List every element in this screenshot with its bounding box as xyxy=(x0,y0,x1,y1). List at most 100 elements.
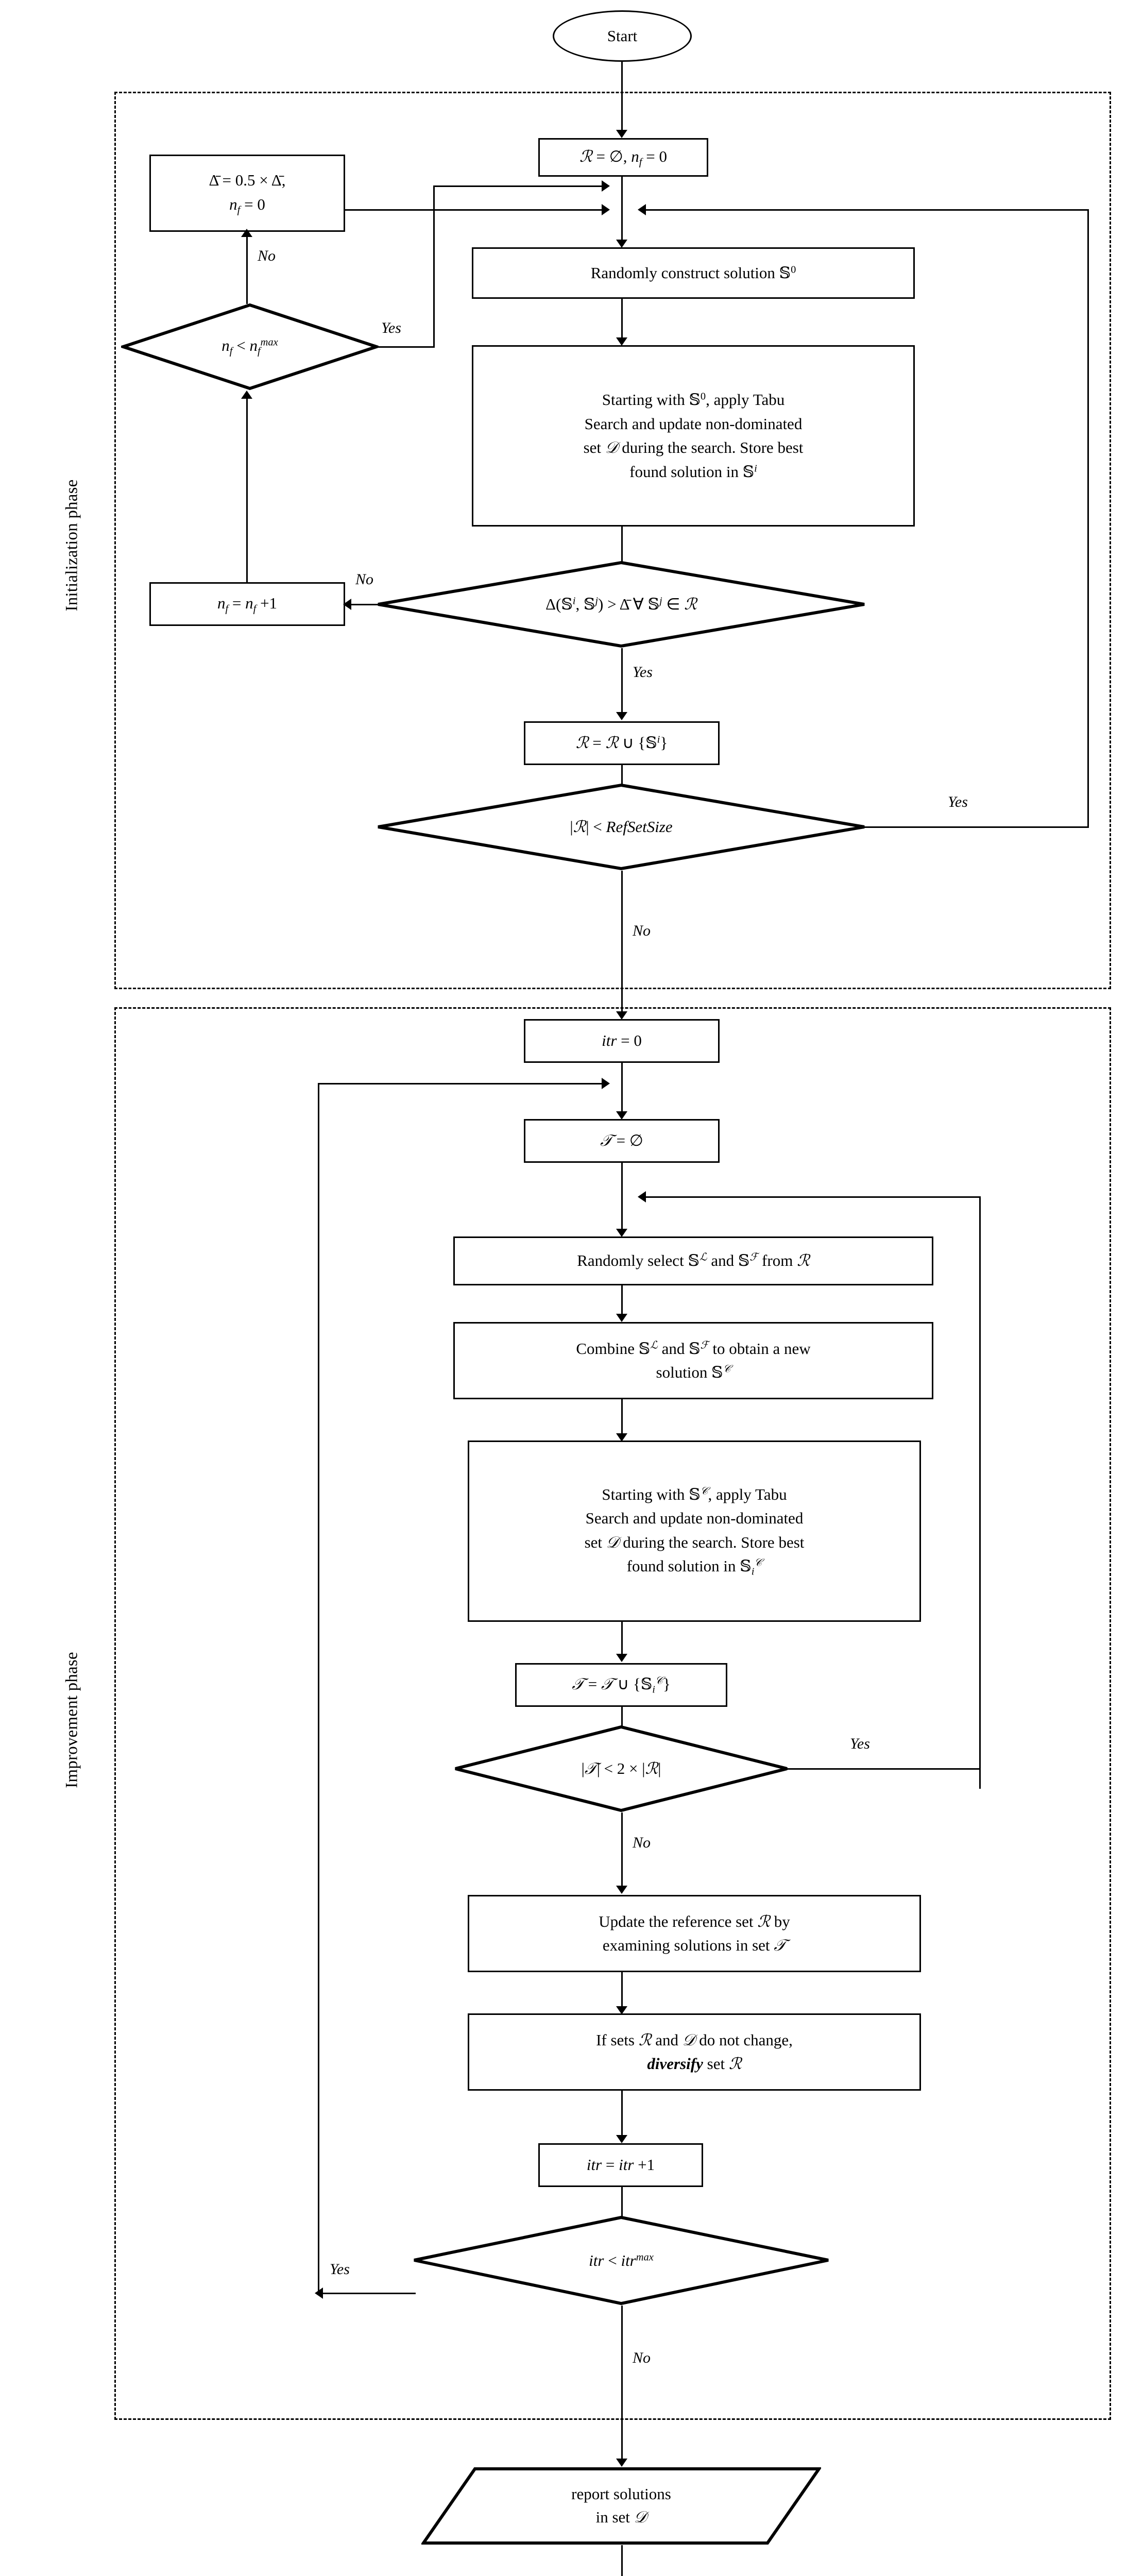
node-report-label: report solutions in set 𝒟 xyxy=(421,2467,821,2545)
node-combine-label: Combine 𝕊ℒ and 𝕊ℱ to obtain a new soluti… xyxy=(576,1338,811,1382)
edge-label-itr-yes: Yes xyxy=(330,2261,350,2278)
edge-initsets-to-randomconstruct xyxy=(621,177,623,242)
node-check-nf-label: nf < nfmax xyxy=(221,336,278,357)
node-random-select-label: Randomly select 𝕊ℒ and 𝕊ℱ from ℛ xyxy=(577,1250,810,1270)
arrowhead-itrzero-to-tempty xyxy=(616,1111,627,1120)
node-update-ref: Update the reference set ℛ by examining … xyxy=(468,1895,921,1972)
node-tabu-init-label: Starting with 𝕊0, apply Tabu Search and … xyxy=(583,391,804,481)
arrowhead-tsize-no xyxy=(616,1886,627,1894)
edge-tabuimprove-to-addtot xyxy=(621,1622,623,1657)
edge-checknf-no xyxy=(246,233,248,304)
node-tabu-improve-label: Starting with 𝕊𝒞, apply Tabu Search and … xyxy=(584,1484,805,1578)
node-random-select: Randomly select 𝕊ℒ and 𝕊ℱ from ℛ xyxy=(453,1236,933,1285)
edge-itrzero-to-tempty xyxy=(621,1063,623,1114)
edge-itrloop-merge-horizontal xyxy=(318,1083,604,1084)
arrowhead-randomconstruct-to-tabuinit xyxy=(616,337,627,346)
node-check-itr: itr < itrmax xyxy=(412,2215,830,2306)
diamond-shape-check-tsize xyxy=(453,1725,789,1812)
edge-label-nf-yes: Yes xyxy=(381,319,401,336)
diamond-shape-check-nf xyxy=(121,303,379,391)
node-random-construct-label: Randomly construct solution 𝕊0 xyxy=(590,263,796,282)
node-diversify-label: If sets ℛ and 𝒟 do not change, diversify… xyxy=(596,2030,793,2074)
diamond-shape-check-itr xyxy=(412,2215,830,2306)
node-t-empty-label: 𝒯 = ∅ xyxy=(600,1131,643,1150)
arrowhead-tabuimprove-to-addtot xyxy=(616,1654,627,1662)
edge-randomconstruct-to-tabuinit xyxy=(621,299,623,341)
arrowhead-randomselect-to-combine xyxy=(616,1314,627,1322)
edge-checknf-yes-top xyxy=(433,185,603,187)
arrowhead-tsize-loop xyxy=(638,1191,646,1202)
parallelogram-shape-report xyxy=(421,2467,821,2545)
phase-box-initialization xyxy=(114,92,1111,989)
node-combine: Combine 𝕊ℒ and 𝕊ℱ to obtain a new soluti… xyxy=(453,1322,933,1399)
edge-combine-to-tabuimprove xyxy=(621,1399,623,1436)
node-check-nf: nf < nfmax xyxy=(121,303,379,391)
node-check-itr-label: itr < itrmax xyxy=(589,2251,654,2269)
arrowhead-itr-yes xyxy=(315,2287,323,2299)
edge-incnf-to-checknf xyxy=(246,396,248,583)
node-itr-zero-label: itr = 0 xyxy=(602,1031,642,1050)
node-start: Start xyxy=(553,10,692,62)
edge-label-refsetsize-no: No xyxy=(633,922,651,939)
edge-tempty-to-randomselect xyxy=(621,1163,623,1232)
edge-label-tsize-yes: Yes xyxy=(850,1735,870,1752)
node-check-distance: Δ(𝕊i, 𝕊j) > Δ̄ ∀ 𝕊j ∈ ℛ xyxy=(376,561,866,648)
node-add-to-t: 𝒯 = 𝒯 ∪ {𝕊i𝒞} xyxy=(515,1663,727,1707)
arrowhead-itrloop-merge xyxy=(602,1078,610,1089)
edge-tsize-yes xyxy=(787,1768,981,1770)
edge-start-to-initsets xyxy=(621,62,623,132)
edge-report-to-terminate xyxy=(621,2545,623,2576)
edge-itrloop-merge-vertical xyxy=(318,1083,319,2294)
arrowhead-incnf-to-checknf xyxy=(241,391,252,399)
node-check-tsize-label: |𝒯| < 2 × |ℛ| xyxy=(581,1759,661,1778)
arrowhead-diversify-to-incitr xyxy=(616,2135,627,2143)
arrowhead-itr-no xyxy=(616,2459,627,2467)
node-add-to-ref: ℛ = ℛ ∪ {𝕊i} xyxy=(524,721,720,765)
edge-itr-no xyxy=(621,2306,623,2463)
edge-label-refsetsize-yes: Yes xyxy=(948,793,968,810)
node-check-tsize: |𝒯| < 2 × |ℛ| xyxy=(453,1725,789,1812)
arrowhead-updateref-to-diversify xyxy=(616,2006,627,2014)
diamond-shape-check-refsetsize xyxy=(376,783,866,871)
node-inc-nf-label: nf = nf +1 xyxy=(217,594,278,615)
arrowhead-combine-to-tabuimprove xyxy=(616,1433,627,1442)
arrowhead-halvedelta-merge xyxy=(602,204,610,215)
node-inc-nf: nf = nf +1 xyxy=(149,582,345,626)
node-diversify: If sets ℛ and 𝒟 do not change, diversify… xyxy=(468,2013,921,2091)
node-inc-itr: itr = itr +1 xyxy=(538,2143,703,2187)
node-add-to-t-label: 𝒯 = 𝒯 ∪ {𝕊i𝒞} xyxy=(572,1674,671,1696)
edge-distance-yes xyxy=(621,648,623,715)
arrowhead-checknf-no xyxy=(241,229,252,237)
edge-halvedelta-merge-horizontal xyxy=(247,209,603,211)
arrowhead-start-to-initsets xyxy=(616,130,627,138)
edge-label-distance-no: No xyxy=(355,571,374,588)
edge-label-tsize-no: No xyxy=(633,1834,651,1851)
node-tabu-improve: Starting with 𝕊𝒞, apply Tabu Search and … xyxy=(468,1440,921,1622)
edge-label-distance-yes: Yes xyxy=(633,664,653,681)
arrowhead-checknf-yes xyxy=(602,180,610,192)
edge-checknf-yes-vertical xyxy=(433,185,435,348)
edge-label-itr-no: No xyxy=(633,2349,651,2366)
arrowhead-refsetsize-loop xyxy=(638,204,646,215)
edge-checknf-yes-horizontal xyxy=(377,346,435,348)
diamond-shape-check-distance xyxy=(376,561,866,648)
node-itr-zero: itr = 0 xyxy=(524,1019,720,1063)
phase-box-improvement xyxy=(114,1007,1111,2420)
node-random-construct: Randomly construct solution 𝕊0 xyxy=(472,247,915,299)
node-start-label: Start xyxy=(607,26,638,45)
edge-distance-no xyxy=(346,604,378,605)
arrowhead-refsetsize-no xyxy=(616,1011,627,1020)
node-check-refsetsize-label: |ℛ| < RefSetSize xyxy=(570,818,673,836)
edge-diversify-to-incitr xyxy=(621,2091,623,2138)
edge-tsize-no xyxy=(621,1812,623,1890)
edge-itr-yes xyxy=(318,2293,416,2294)
node-inc-itr-label: itr = itr +1 xyxy=(586,2156,655,2174)
edge-tabuinit-to-distance xyxy=(621,527,623,595)
node-init-sets: ℛ = ∅, nf = 0 xyxy=(538,138,708,177)
edge-refsetsize-no xyxy=(621,871,623,1015)
phase-label-initialization: Initialization phase xyxy=(62,479,81,612)
node-update-ref-label: Update the reference set ℛ by examining … xyxy=(599,1912,790,1955)
node-check-refsetsize: |ℛ| < RefSetSize xyxy=(376,783,866,871)
node-init-sets-label: ℛ = ∅, nf = 0 xyxy=(579,147,667,168)
